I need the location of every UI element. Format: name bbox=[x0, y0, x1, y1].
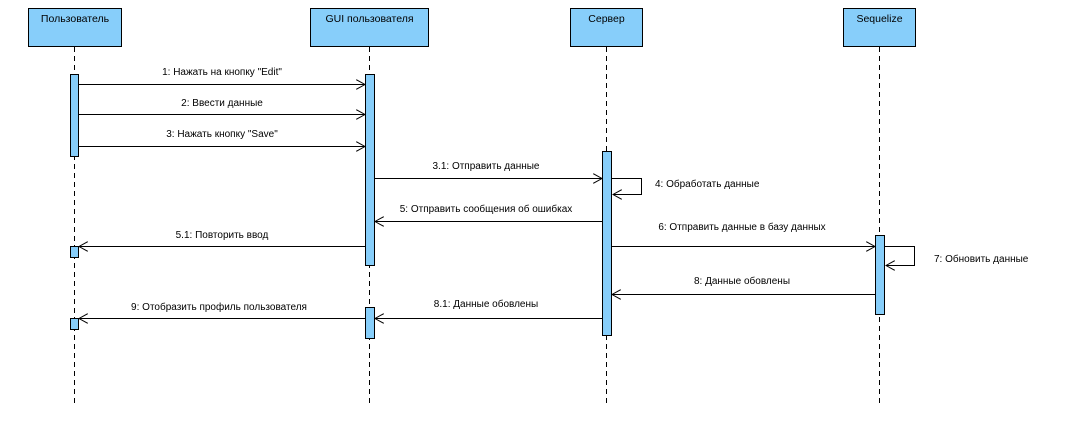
lifeline-head-box bbox=[28, 8, 122, 47]
lifeline-head-label: Sequelize bbox=[856, 13, 902, 25]
message-8-1[interactable]: 8.1: Данные обовлены bbox=[375, 298, 602, 319]
message-arrow bbox=[885, 246, 915, 266]
message-label: 5: Отправить сообщения об ошибках bbox=[400, 203, 573, 215]
activation-bar-user-1 bbox=[70, 74, 79, 157]
activation-bar-gui-1 bbox=[365, 74, 375, 266]
message-label: 6: Отправить данные в базу данных bbox=[658, 221, 825, 233]
message-9[interactable]: 9: Отобразить профиль пользователя bbox=[79, 301, 365, 319]
activation-bar-seq-1 bbox=[875, 235, 885, 315]
lifeline-head-server[interactable]: Сервер bbox=[570, 8, 643, 47]
message-4-self[interactable]: 4: Обработать данные bbox=[612, 178, 760, 195]
message-label: 3.1: Отправить данные bbox=[432, 161, 539, 172]
lifeline-head-box bbox=[310, 8, 429, 47]
message-2[interactable]: 2: Ввести данные bbox=[79, 98, 365, 115]
message-3-1[interactable]: 3.1: Отправить данные bbox=[375, 161, 602, 179]
message-label: 5.1: Повторить ввод bbox=[176, 230, 269, 241]
activation-bar-user-2 bbox=[70, 246, 79, 258]
message-8[interactable]: 8: Данные обовлены bbox=[612, 275, 875, 295]
message-label: 2: Ввести данные bbox=[181, 98, 263, 109]
message-7-self[interactable]: 7: Обновить данные bbox=[885, 246, 1029, 266]
message-label: 8.1: Данные обовлены bbox=[434, 298, 538, 310]
message-label: 1: Нажать на кнопку "Edit" bbox=[162, 67, 282, 78]
lifeline-head-gui[interactable]: GUI пользователя bbox=[310, 8, 429, 47]
activation-bar-user-3 bbox=[70, 318, 79, 330]
message-label: 4: Обработать данные bbox=[655, 178, 760, 190]
lifeline-head-label: Сервер bbox=[588, 13, 625, 25]
message-label: 7: Обновить данные bbox=[934, 253, 1029, 265]
message-arrow bbox=[612, 178, 642, 195]
lifeline-head-seq[interactable]: Sequelize bbox=[843, 8, 916, 47]
message-1[interactable]: 1: Нажать на кнопку "Edit" bbox=[79, 67, 365, 85]
lifeline-head-label: GUI пользователя bbox=[325, 13, 413, 25]
activation-bar-server-1 bbox=[602, 151, 612, 336]
message-5[interactable]: 5: Отправить сообщения об ошибках bbox=[375, 203, 602, 222]
message-label: 3: Нажать кнопку "Save" bbox=[166, 129, 278, 140]
lifeline-head-user[interactable]: Пользователь bbox=[28, 8, 122, 47]
lifeline-head-box bbox=[570, 8, 643, 47]
activation-bar-gui-2 bbox=[365, 307, 375, 339]
message-label: 8: Данные обовлены bbox=[694, 275, 790, 287]
message-6[interactable]: 6: Отправить данные в базу данных bbox=[612, 221, 875, 247]
message-3[interactable]: 3: Нажать кнопку "Save" bbox=[79, 129, 365, 147]
lifeline-head-label: Пользователь bbox=[41, 13, 110, 25]
lifeline-head-box bbox=[843, 8, 916, 47]
message-label: 9: Отобразить профиль пользователя bbox=[131, 301, 307, 313]
message-5-1[interactable]: 5.1: Повторить ввод bbox=[79, 230, 365, 247]
